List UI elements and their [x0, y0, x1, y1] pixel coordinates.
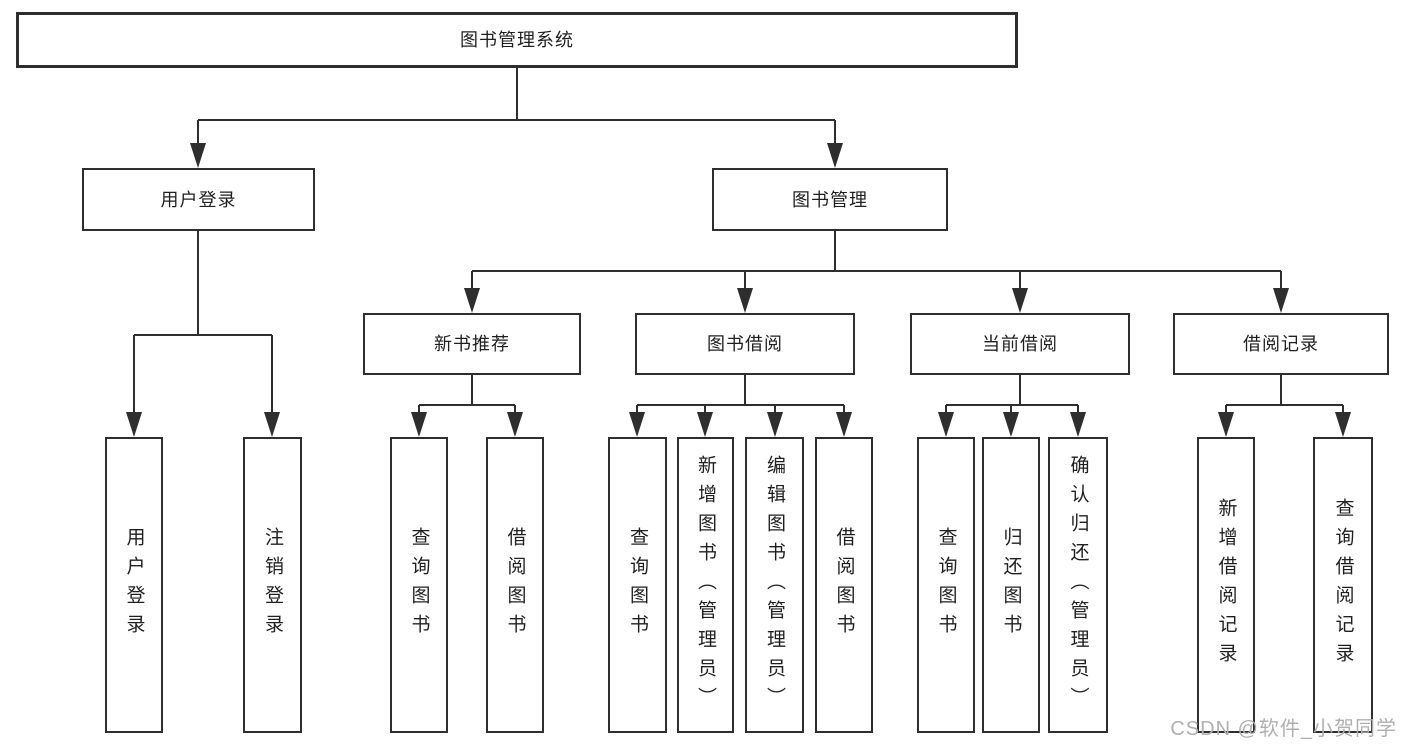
arrow-down-icon — [411, 412, 427, 437]
node-borrowing-records: 借阅记录 — [1173, 313, 1389, 375]
arrowhead-icons — [126, 143, 1351, 437]
arrow-down-icon — [1070, 412, 1086, 437]
arrow-down-icon — [126, 412, 142, 437]
node-new-book-recommendation: 新书推荐 — [363, 313, 581, 375]
leaf-borrow-books-borrowing: 借阅图书 — [815, 437, 873, 733]
leaf-query-books-borrowing: 查询图书 — [608, 437, 667, 733]
arrow-down-icon — [190, 143, 206, 168]
arrow-down-icon — [827, 143, 843, 168]
arrow-down-icon — [1273, 288, 1289, 313]
leaf-add-borrowing-record: 新增借阅记录 — [1197, 437, 1255, 733]
leaf-edit-books-admin: 编辑图书（管理员） — [745, 437, 804, 733]
leaf-query-borrowing-record: 查询借阅记录 — [1313, 437, 1373, 733]
node-book-borrowing: 图书借阅 — [635, 313, 855, 375]
arrow-down-icon — [464, 288, 480, 313]
arrow-down-icon — [938, 412, 954, 437]
node-book-management: 图书管理 — [712, 168, 948, 231]
node-user-login: 用户登录 — [82, 168, 315, 231]
leaf-query-books-current: 查询图书 — [917, 437, 975, 733]
arrow-down-icon — [264, 412, 280, 437]
leaf-borrow-books-recommend: 借阅图书 — [486, 437, 544, 733]
node-current-borrowing: 当前借阅 — [910, 313, 1130, 375]
arrow-down-icon — [1003, 412, 1019, 437]
leaf-return-books: 归还图书 — [982, 437, 1040, 733]
arrow-down-icon — [767, 412, 783, 437]
arrow-down-icon — [507, 412, 523, 437]
leaf-user-login: 用户登录 — [105, 437, 163, 733]
arrow-down-icon — [629, 412, 645, 437]
arrow-down-icon — [1335, 412, 1351, 437]
node-library-management-system: 图书管理系统 — [16, 12, 1018, 68]
leaf-logout-login: 注销登录 — [243, 437, 302, 733]
leaf-confirm-return-admin: 确认归还（管理员） — [1048, 437, 1108, 733]
arrow-down-icon — [737, 288, 753, 313]
arrow-down-icon — [1218, 412, 1234, 437]
arrow-down-icon — [697, 412, 713, 437]
arrow-down-icon — [836, 412, 852, 437]
leaf-add-books-admin: 新增图书（管理员） — [677, 437, 734, 733]
watermark: CSDN @软件_小贺同学 — [1170, 718, 1397, 740]
arrow-down-icon — [1012, 288, 1028, 313]
leaf-query-books-recommend: 查询图书 — [390, 437, 448, 733]
